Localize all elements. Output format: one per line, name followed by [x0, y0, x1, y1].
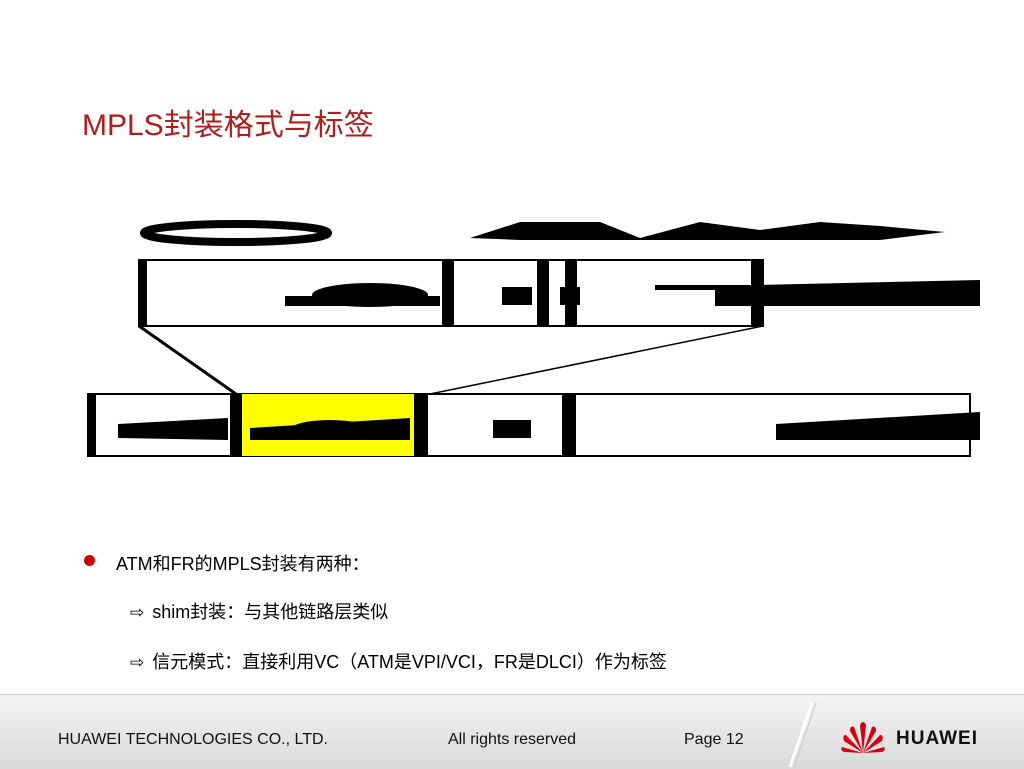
bullet-main-text: ATM和FR的MPLS封装有两种：: [116, 554, 370, 574]
label-entry-row: [138, 259, 980, 327]
sub-bullet-text: shim封装：与其他链路层类似: [152, 602, 389, 622]
huawei-logo-wordmark: HUAWEI: [896, 728, 978, 749]
footer-rights: All rights reserved: [448, 731, 577, 748]
footer-divider-slash: [788, 702, 817, 768]
bit-label-31: [470, 222, 945, 240]
sub-bullet-cell-mode: ⇨ 信元模式：直接利用VC（ATM是VPI/VCI，FR是DLCI）作为标签: [130, 648, 667, 674]
huawei-logo-icon: [841, 722, 885, 753]
frame-layout-row: [87, 393, 980, 457]
bit-label-0: [140, 220, 332, 246]
sub-bullet-shim: ⇨ shim封装：与其他链路层类似: [130, 598, 388, 624]
footer-company: HUAWEI TECHNOLOGIES CO., LTD.: [58, 731, 328, 748]
bullet-dot-icon: [84, 555, 95, 566]
connector-right: [429, 325, 764, 395]
footer-page-number: Page 12: [684, 731, 744, 748]
page-title: MPLS封装格式与标签: [82, 109, 374, 142]
header-format-diagram: [87, 220, 980, 457]
arrow-right-icon: ⇨: [130, 653, 145, 672]
footer-bar: HUAWEI TECHNOLOGIES CO., LTD. All rights…: [0, 694, 1024, 769]
sub-bullet-text: 信元模式：直接利用VC（ATM是VPI/VCI，FR是DLCI）作为标签: [152, 652, 667, 672]
connector-left: [138, 324, 237, 396]
arrow-right-icon: ⇨: [130, 603, 145, 622]
bullet-main: ATM和FR的MPLS封装有两种：: [84, 550, 370, 576]
